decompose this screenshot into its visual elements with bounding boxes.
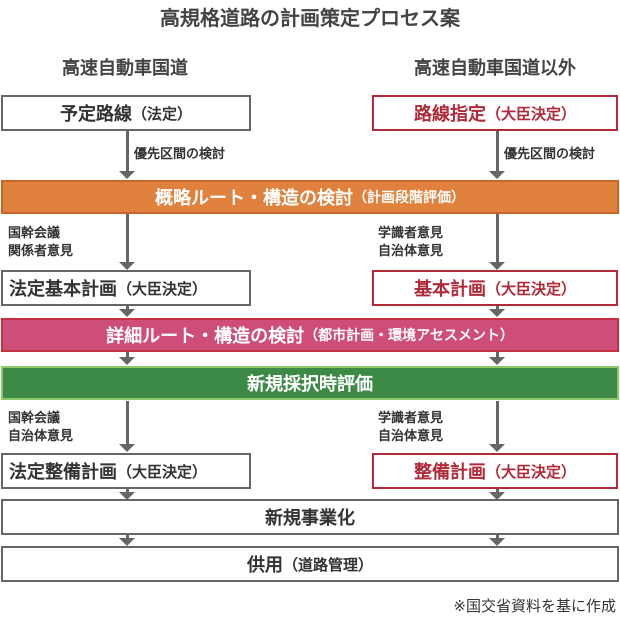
connector <box>496 214 499 263</box>
arrow-down-icon <box>119 444 135 452</box>
box-statutory-basic-plan: 法定基本計画（大臣決定） <box>1 270 251 306</box>
arrow-down-icon <box>119 171 135 179</box>
label-line: 国幹会議 <box>8 411 61 426</box>
bar-detailed-route-study: 詳細ルート・構造の検討（都市計画・環境アセスメント） <box>1 318 619 352</box>
arrow-down-icon <box>119 357 135 365</box>
box-sub: （大臣決定） <box>485 279 576 298</box>
arrow-down-icon <box>489 444 505 452</box>
box-sub: （大臣決定） <box>117 462 208 481</box>
label-priority-section-left: 優先区間の検討 <box>134 147 226 162</box>
arrow-down-icon <box>489 538 505 546</box>
arrow-down-icon <box>489 492 505 500</box>
box-main: 路線指定 <box>413 104 486 125</box>
box-main: 予定路線 <box>59 104 132 125</box>
box-main: 整備計画 <box>413 462 486 483</box>
connector <box>496 488 499 493</box>
arrow-down-icon <box>119 309 135 317</box>
column-header-right: 高速自動車国道以外 <box>414 58 576 79</box>
arrow-down-icon <box>119 262 135 270</box>
bar-main: 詳細ルート・構造の検討 <box>106 326 305 347</box>
connector <box>126 488 129 493</box>
connector <box>496 351 499 358</box>
bar-sub: （都市計画・環境アセスメント） <box>304 328 514 344</box>
box-planned-route: 予定路線（法定） <box>1 95 251 131</box>
box-new-project: 新規事業化 <box>1 499 619 535</box>
box-sub: （大臣決定） <box>117 279 208 298</box>
arrow-down-icon <box>119 492 135 500</box>
box-basic-plan: 基本計画（大臣決定） <box>372 270 618 306</box>
connector <box>126 351 129 358</box>
bar-main: 新規採択時評価 <box>247 374 373 395</box>
label-line: 自治体意見 <box>378 429 444 444</box>
label-opinions-right-1: 学識者意見 自治体意見 <box>378 225 443 261</box>
connector <box>126 214 129 263</box>
label-line: 国幹会議 <box>8 226 61 241</box>
box-sub: （法定） <box>131 104 192 123</box>
connector <box>496 401 499 445</box>
bar-rough-route-study: 概略ルート・構造の検討（計画段階評価） <box>1 180 619 214</box>
bar-main: 概略ルート・構造の検討 <box>155 188 353 209</box>
connector <box>126 534 129 539</box>
box-route-designation: 路線指定（大臣決定） <box>372 95 618 131</box>
connector <box>126 130 129 172</box>
arrow-down-icon <box>489 309 505 317</box>
box-service-start: 供用（道路管理） <box>1 546 619 582</box>
bar-sub: （計画段階評価） <box>353 190 465 206</box>
diagram-title: 高規格道路の計画策定プロセス案 <box>160 6 460 30</box>
arrow-down-icon <box>119 538 135 546</box>
box-development-plan: 整備計画（大臣決定） <box>372 453 618 489</box>
label-line: 学識者意見 <box>378 226 444 241</box>
box-main: 法定基本計画 <box>9 279 117 300</box>
connector <box>496 305 499 310</box>
box-main: 新規事業化 <box>265 508 355 529</box>
connector <box>126 401 129 445</box>
box-main: 供用 <box>246 555 283 576</box>
arrow-down-icon <box>489 357 505 365</box>
box-main: 法定整備計画 <box>9 462 117 483</box>
box-sub: （大臣決定） <box>485 104 576 123</box>
connector <box>496 130 499 172</box>
box-statutory-development-plan: 法定整備計画（大臣決定） <box>1 453 251 489</box>
arrow-down-icon <box>489 262 505 270</box>
label-opinions-right-2: 学識者意見 自治体意見 <box>378 410 443 446</box>
label-line: 自治体意見 <box>8 429 74 444</box>
column-header-left: 高速自動車国道 <box>62 58 188 79</box>
box-sub: （大臣決定） <box>485 462 576 481</box>
bar-new-adoption-evaluation: 新規採択時評価 <box>1 366 619 400</box>
connector <box>496 534 499 539</box>
box-sub: （道路管理） <box>282 555 373 574</box>
arrow-down-icon <box>489 171 505 179</box>
label-line: 自治体意見 <box>378 244 444 259</box>
source-footnote: ※国交省資料を基に作成 <box>453 597 616 615</box>
label-line: 学識者意見 <box>378 411 444 426</box>
label-priority-section-right: 優先区間の検討 <box>504 147 596 162</box>
box-main: 基本計画 <box>413 279 486 300</box>
label-opinions-left-1: 国幹会議 関係者意見 <box>8 225 73 261</box>
label-opinions-left-2: 国幹会議 自治体意見 <box>8 410 73 446</box>
label-line: 関係者意見 <box>8 244 74 259</box>
connector <box>126 305 129 310</box>
